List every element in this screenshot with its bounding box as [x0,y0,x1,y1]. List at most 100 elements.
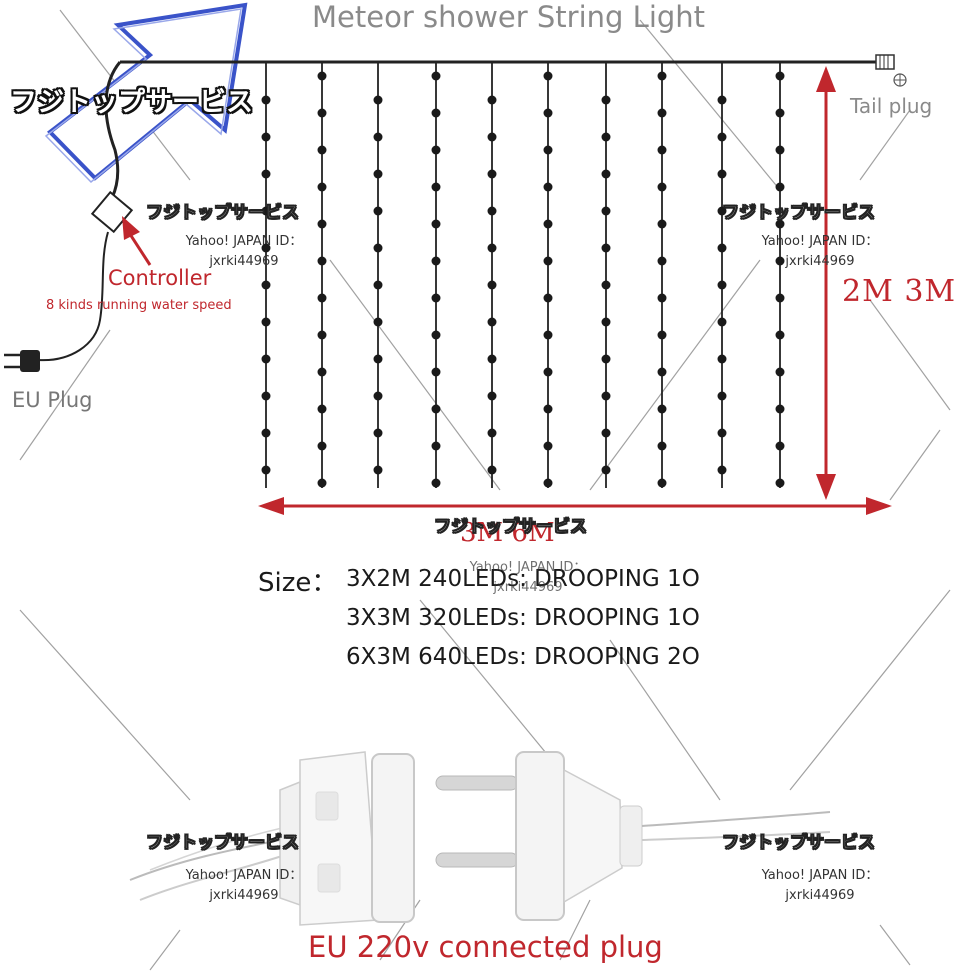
led-bulb [261,280,271,290]
watermark-id: Yahoo! JAPAN ID： jxrki44969 [469,560,587,595]
controller-note: 8 kinds running water speed [46,298,232,313]
led-bulb [543,404,553,414]
tail-plug-icon [875,54,907,87]
led-bulb [317,404,327,414]
led-bulb [543,441,553,451]
led-bulb [657,404,667,414]
eu-plug-illustration [435,751,831,921]
led-bulb [543,478,553,488]
eu-plug-label: EU Plug [12,388,93,412]
led-bulb [775,182,785,192]
led-bulb [261,95,271,105]
led-bulb [317,256,327,266]
led-bulb [431,478,441,488]
led-bulb [373,465,383,475]
led-bulb [317,293,327,303]
led-bulb [317,182,327,192]
led-bulb [431,182,441,192]
led-bulb [487,95,497,105]
watermark-brand: フジトップサービス [146,833,300,854]
watermark-id: Yahoo! JAPAN ID： jxrki44969 [761,234,879,269]
controller-label: Controller [108,266,212,290]
led-bulb [657,478,667,488]
led-bulb [431,367,441,377]
watermark-brand: フジトップサービス [722,203,876,224]
led-bulb [317,441,327,451]
led-bulb [657,108,667,118]
led-bulb [601,243,611,253]
led-bulb [717,132,727,142]
led-bulb [431,145,441,155]
width-dimension-label: 3M 6M [460,518,555,548]
watermark-brand: フジトップサービス [434,517,588,538]
led-bulb [317,219,327,229]
led-bulb [543,293,553,303]
watermark-id: Yahoo! JAPAN ID： jxrki44969 [761,868,879,903]
led-bulb [317,108,327,118]
led-bulb [543,330,553,340]
led-bulb [717,243,727,253]
watermark-id: Yahoo! JAPAN ID： jxrki44969 [185,868,303,903]
led-bulb [601,95,611,105]
size-label: Size： [258,568,338,598]
led-bulb [657,145,667,155]
led-bulb [261,391,271,401]
led-bulb [317,478,327,488]
led-bulb [373,206,383,216]
led-bulb [543,145,553,155]
led-bulb [717,428,727,438]
led-bulb [601,465,611,475]
led-bulb [775,404,785,414]
led-bulb [317,71,327,81]
led-bulb [543,71,553,81]
led-bulb [657,256,667,266]
led-bulb [717,465,727,475]
led-bulb [261,317,271,327]
led-bulb [487,465,497,475]
led-bulb [431,219,441,229]
controller-pointer-arrow [122,216,152,266]
size-line-2: 3X3M 320LEDs: DROOPING 1O [346,605,700,631]
watermark-id: Yahoo! JAPAN ID： jxrki44969 [185,234,303,269]
led-bulb [543,182,553,192]
watermark-brand: フジトップサービス [722,833,876,854]
led-bulb [717,391,727,401]
watermark-brand: フジトップサービス [146,203,300,224]
led-bulb [775,256,785,266]
led-bulb [775,330,785,340]
watermark-diagonals [19,9,951,971]
led-bulb [373,169,383,179]
led-bulb [431,293,441,303]
height-dimension-label: 2M 3M [842,274,957,309]
led-bulb [657,367,667,377]
led-bulb [261,243,271,253]
led-bulb [775,108,785,118]
led-bulb [657,330,667,340]
led-bulb [373,132,383,142]
led-bulb [657,293,667,303]
led-bulb [317,367,327,377]
led-bulb [775,478,785,488]
led-bulb [657,71,667,81]
led-bulb [431,441,441,451]
led-bulb [775,71,785,81]
size-line-3: 6X3M 640LEDs: DROOPING 2O [346,644,700,670]
led-bulb [601,132,611,142]
led-bulb [373,95,383,105]
led-bulb [373,354,383,364]
watermark-brand-large: フジトップサービス [10,87,253,118]
led-bulb [261,354,271,364]
led-bulb [487,132,497,142]
led-bulb [601,206,611,216]
led-bulb [775,367,785,377]
led-bulb [775,441,785,451]
led-bulb [601,428,611,438]
led-bulb [657,219,667,229]
led-bulb [601,317,611,327]
led-bulb [601,280,611,290]
size-line-1: 3X2M 240LEDs: DROOPING 1O [346,566,700,592]
led-bulb [487,428,497,438]
blue-arrow-icon [44,2,248,184]
top-wire [104,60,876,199]
